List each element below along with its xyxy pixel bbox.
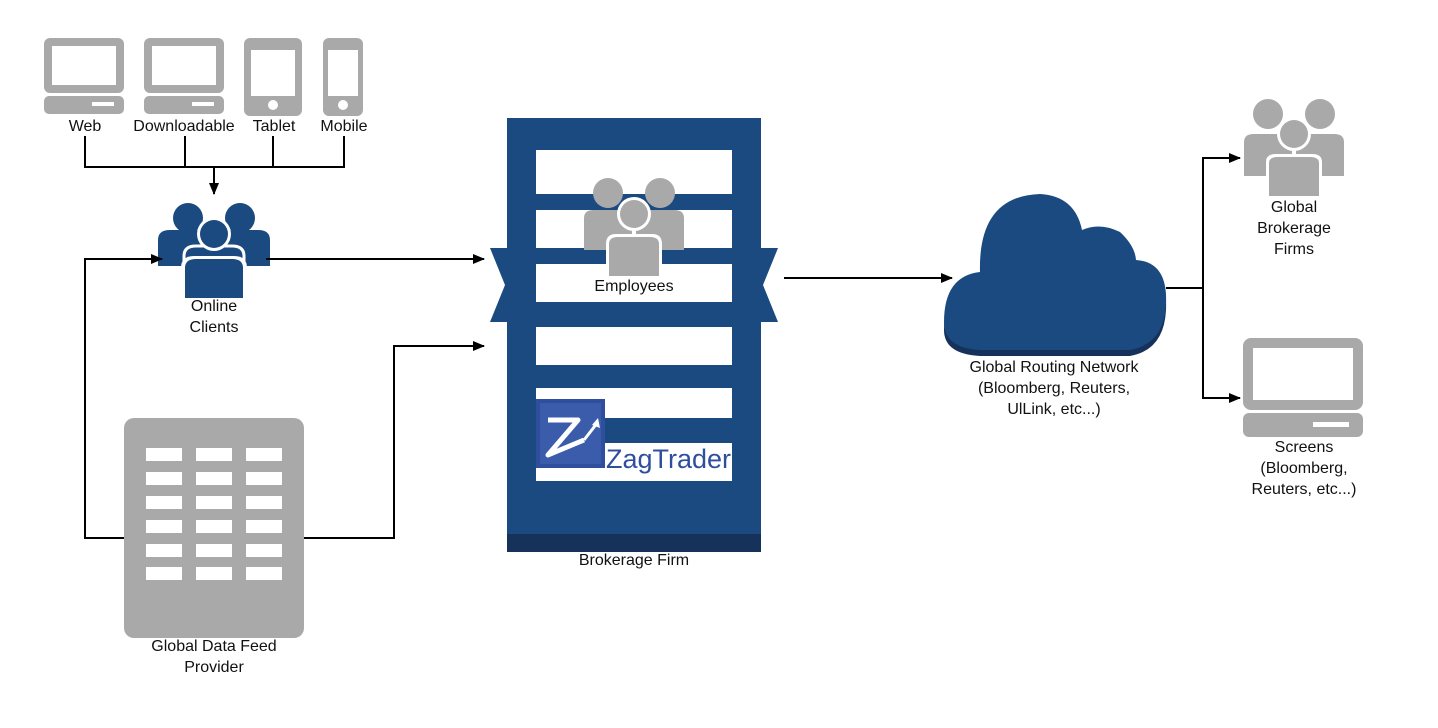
global-firms-label: Global Brokerage Firms [1234,197,1354,260]
feed-to-clients-arrow [84,254,163,539]
online-clients-label: Online Clients [154,296,274,338]
global-firms-line1: Global [1270,199,1318,216]
device-label-web: Web [68,118,102,135]
global-firms-line3: Firms [1274,241,1314,258]
device-label-downloadable: Downloadable [133,118,235,135]
device-label-tablet: Tablet [252,118,296,135]
server-rack-icon [124,418,304,638]
routing-network-label: Global Routing Network (Bloomberg, Reute… [944,357,1164,420]
data-feed-line2: Provider [184,659,244,676]
screens-line3: Reuters, etc...) [1251,481,1357,498]
laptop-icon [44,38,124,114]
desktop-icon [144,38,224,114]
screens-line1: Screens [1274,439,1334,456]
routing-line3: UlLink, etc...) [1007,401,1101,418]
zagtrader-logo-text: ZagTrader [606,444,732,474]
zagtrader-logo-icon [536,399,605,468]
routing-connectors [1166,153,1241,403]
users-group-icon [1244,99,1344,198]
inbound-chevron-icon [490,248,522,322]
data-feed-label: Global Data Feed Provider [114,636,314,678]
screens-line2: (Bloomberg, [1260,460,1348,477]
global-firms-line2: Brokerage [1257,220,1331,237]
brokerage-firm-label: Brokerage Firm [578,552,690,569]
routing-line2: (Bloomberg, Reuters, [977,380,1131,397]
mobile-phone-icon [323,38,363,116]
employees-label: Employees [594,278,674,295]
cloud-icon [944,194,1167,356]
device-label-mobile: Mobile [320,118,368,135]
employees-group-icon [584,178,684,276]
device-connectors [84,136,345,195]
feed-to-brokerage-arrow [304,341,485,539]
users-group-icon [158,203,270,298]
screens-label: Screens (Bloomberg, Reuters, etc...) [1234,437,1374,500]
brokerage-building [490,118,778,552]
online-clients-line1: Online [190,298,238,315]
online-clients-line2: Clients [189,319,239,336]
monitor-icon [1243,338,1363,437]
outbound-chevron-icon [746,248,778,322]
routing-line1: Global Routing Network [969,359,1139,376]
tablet-icon [244,38,302,116]
data-feed-line1: Global Data Feed [151,638,277,655]
